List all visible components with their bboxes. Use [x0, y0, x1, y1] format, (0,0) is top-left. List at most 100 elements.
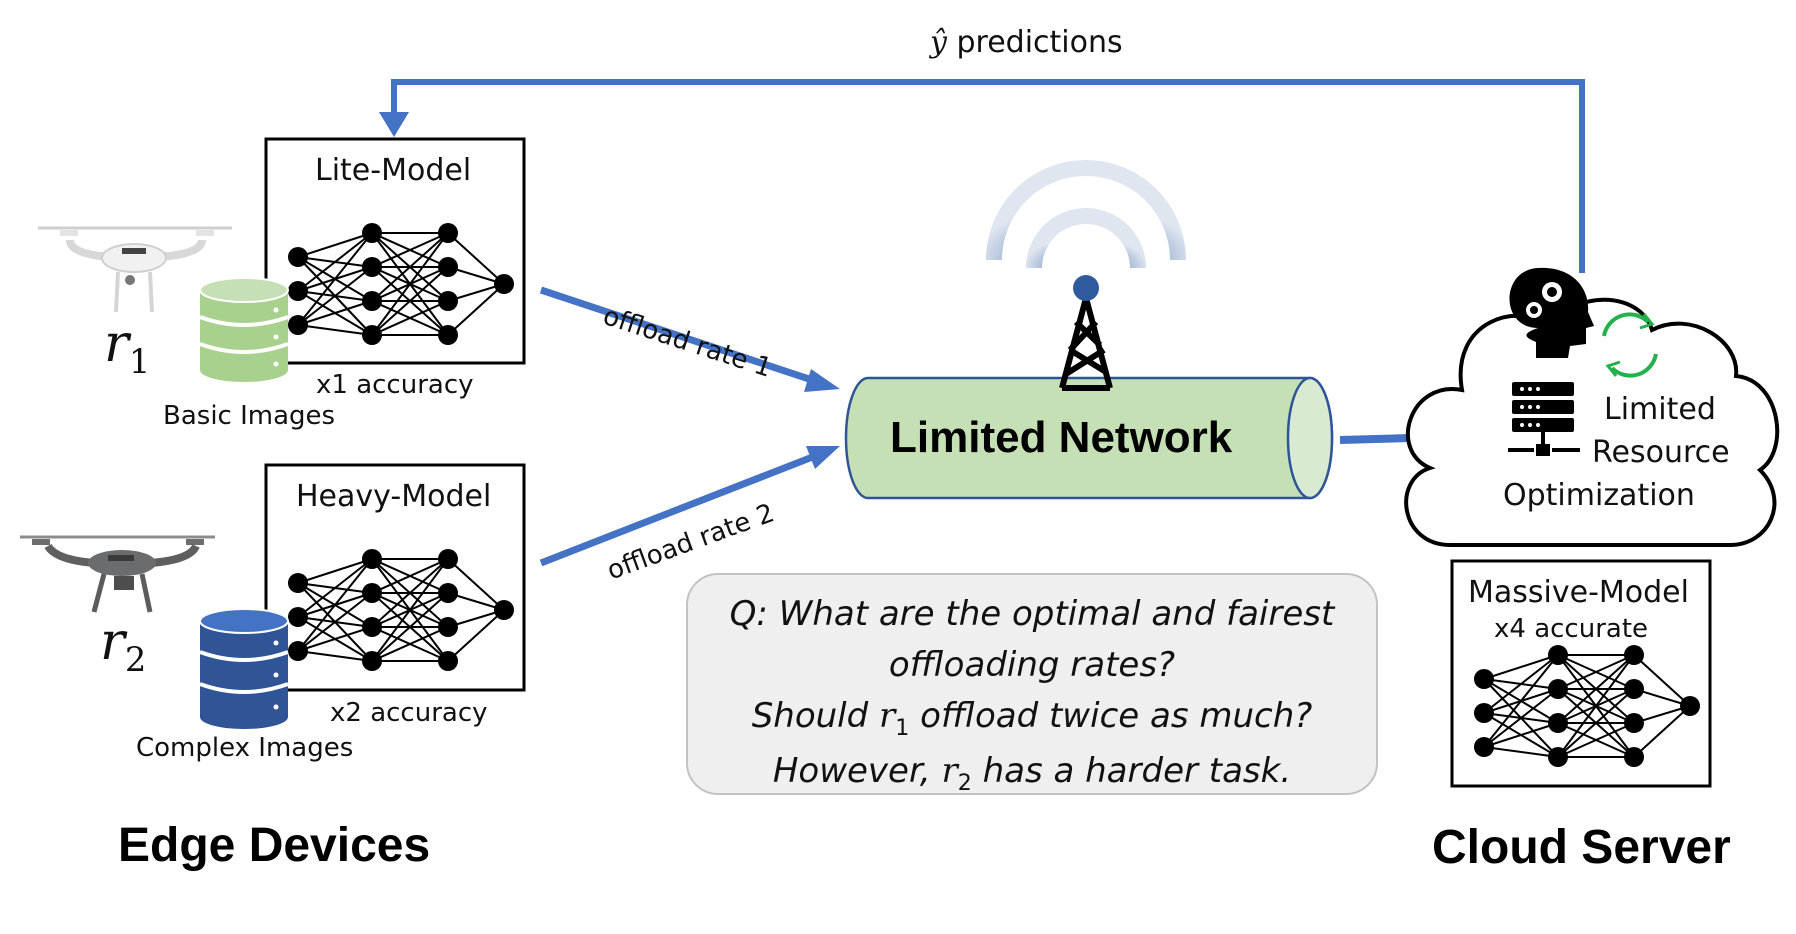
network-node — [1624, 747, 1644, 767]
network-node — [1624, 713, 1644, 733]
network-edge — [1557, 688, 1635, 758]
network-node — [362, 583, 382, 603]
network-node — [288, 641, 308, 661]
network-edge — [371, 266, 449, 336]
network-node — [1548, 679, 1568, 699]
network-node — [288, 281, 308, 301]
network-node — [438, 291, 458, 311]
network-node — [1624, 645, 1644, 665]
refresh-icon — [1602, 312, 1658, 378]
complex-images-label: Complex Images — [136, 733, 354, 763]
network-node — [362, 549, 382, 569]
network-node — [362, 291, 382, 311]
massive-model-title: Massive-Model — [1468, 575, 1689, 610]
network-edge — [447, 283, 505, 336]
network-node — [438, 325, 458, 345]
question-line-4-pre: However, — [772, 751, 942, 791]
drone-gray-icon — [20, 535, 215, 613]
drone-white-icon — [38, 226, 232, 313]
neural-network-icon — [1474, 645, 1700, 767]
question-line-4: However, r2 has a harder task. — [688, 746, 1376, 801]
network-node — [438, 223, 458, 243]
network-edge — [1633, 654, 1691, 707]
network-edge — [297, 650, 373, 662]
network-edge — [371, 558, 449, 594]
robot-1-symbol: r — [104, 314, 129, 374]
robot-1-index: 1 — [128, 341, 151, 381]
optimization-line-1: Limited — [1604, 392, 1716, 427]
network-edge — [1557, 722, 1635, 758]
question-line-3-post: offload twice as much? — [909, 696, 1313, 736]
network-edge — [297, 266, 373, 326]
network-node — [288, 247, 308, 267]
cloud-server-title: Cloud Server — [1432, 821, 1731, 874]
network-edge — [371, 232, 449, 336]
question-line-3: Should r1 offload twice as much? — [688, 691, 1376, 746]
wifi-waves-icon — [986, 160, 1186, 269]
predictions-text: predictions — [956, 25, 1123, 60]
neural-network-icon — [288, 549, 514, 671]
lite-model-title: Lite-Model — [315, 153, 472, 188]
network-edge — [447, 609, 505, 662]
network-edge — [371, 558, 449, 628]
network-node — [1474, 669, 1494, 689]
network-edge — [1483, 688, 1559, 748]
network-node — [288, 607, 308, 627]
edge-devices-title: Edge Devices — [118, 819, 431, 872]
network-node — [438, 257, 458, 277]
network-node — [1474, 737, 1494, 757]
network-edge — [371, 300, 449, 336]
network-node — [438, 651, 458, 671]
offload-arrow-2 — [539, 446, 840, 567]
y-hat-symbol: ŷ — [930, 25, 947, 60]
network-edge — [1483, 746, 1559, 758]
network-edge — [1557, 654, 1635, 690]
robot-1-label: r1 — [104, 318, 150, 378]
network-node — [1474, 703, 1494, 723]
network-node — [362, 651, 382, 671]
network-node — [362, 223, 382, 243]
network-edge — [297, 232, 373, 292]
massive-model-box — [1450, 559, 1712, 788]
server-stack-icon — [1508, 382, 1580, 456]
network-edge — [1483, 722, 1559, 748]
network-edge — [1557, 654, 1635, 724]
limited-network-label: Limited Network — [890, 413, 1233, 462]
network-node — [288, 573, 308, 593]
network-edge — [371, 232, 449, 268]
heavy-model-title: Heavy-Model — [296, 479, 492, 514]
massive-model-accuracy: x4 accurate — [1494, 614, 1649, 644]
heavy-model-accuracy: x2 accuracy — [330, 698, 488, 728]
network-node — [1624, 679, 1644, 699]
lite-model-accuracy: x1 accuracy — [316, 370, 474, 400]
network-node — [362, 257, 382, 277]
optimization-line-2: Resource — [1592, 435, 1730, 470]
network-node — [362, 325, 382, 345]
network-node — [288, 315, 308, 335]
network-edge — [371, 558, 449, 662]
head-gears-icon — [1509, 267, 1594, 358]
predictions-label: ŷ predictions — [930, 28, 1123, 58]
network-edge — [371, 232, 449, 302]
network-edge — [297, 558, 373, 584]
network-edge — [297, 232, 373, 326]
network-node — [1548, 645, 1568, 665]
network-node — [362, 617, 382, 637]
robot-2-index: 2 — [124, 639, 147, 679]
database-blue-icon — [199, 608, 289, 729]
optimization-line-3: Optimization — [1503, 478, 1695, 513]
question-line-4-index: 2 — [957, 769, 972, 796]
database-green-icon — [199, 277, 289, 382]
network-edge — [297, 558, 373, 618]
antenna-tower-icon — [1059, 275, 1113, 391]
heavy-model-box — [264, 463, 526, 692]
question-line-3-symbol: r — [879, 696, 896, 736]
network-edge — [297, 592, 373, 652]
neural-network-icon — [288, 223, 514, 345]
network-node — [1548, 747, 1568, 767]
network-edge — [297, 558, 373, 652]
question-line-3-index: 1 — [895, 714, 910, 741]
network-node — [438, 583, 458, 603]
